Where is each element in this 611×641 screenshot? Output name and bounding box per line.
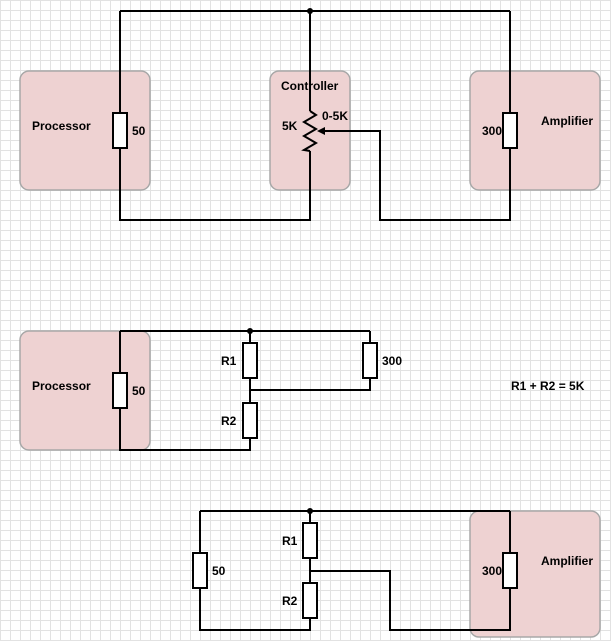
- diagram-1: Processor Controller Amplifier 50 5K 0-5…: [19, 8, 601, 221]
- processor-label: Processor: [32, 119, 91, 133]
- r1-resistor-3[interactable]: [302, 522, 318, 559]
- amplifier-label: Amplifier: [541, 114, 593, 128]
- processor-block[interactable]: [19, 70, 151, 191]
- amplifier-wire: [322, 11, 511, 221]
- resistance-equation: R1 + R2 = 5K: [511, 379, 585, 393]
- source-wire: [199, 511, 311, 631]
- load-resistance-label: 300: [382, 354, 402, 368]
- processor-label-2: Processor: [32, 379, 91, 393]
- amplifier-resistance-label: 300: [482, 124, 502, 138]
- processor-wire: [119, 11, 311, 221]
- r2-label: R2: [221, 414, 237, 428]
- amplifier-block[interactable]: [469, 70, 601, 191]
- r2-resistor-3[interactable]: [302, 582, 318, 619]
- amplifier-resistor[interactable]: [502, 112, 518, 149]
- load-wire: [250, 331, 371, 391]
- processor-resistor[interactable]: [112, 112, 128, 149]
- potentiometer[interactable]: [301, 110, 318, 152]
- r1-resistor[interactable]: [242, 342, 258, 379]
- processor-resistance-label-2: 50: [132, 384, 146, 398]
- controller-label: Controller: [281, 79, 339, 93]
- r1-label-3: R1: [282, 534, 298, 548]
- r2-resistor[interactable]: [242, 402, 258, 439]
- diagram-3: Amplifier 50 R1 R2 300: [192, 508, 601, 638]
- diagram-2: Processor 50 R1 R2 300 R1 + R2 = 5K: [19, 328, 585, 451]
- processor-wire-2: [119, 331, 251, 451]
- amplifier-wire-3: [310, 511, 511, 631]
- amplifier-resistor-3[interactable]: [502, 552, 518, 589]
- processor-block-2[interactable]: [19, 330, 151, 451]
- load-resistor[interactable]: [362, 342, 378, 379]
- processor-resistance-label: 50: [132, 124, 146, 138]
- wiper-arrow: [317, 127, 325, 135]
- pot-value-label: 5K: [282, 119, 298, 133]
- amplifier-block-2[interactable]: [469, 510, 601, 638]
- r1-label: R1: [221, 354, 237, 368]
- r2-label-3: R2: [282, 594, 298, 608]
- pot-range-label: 0-5K: [322, 109, 348, 123]
- processor-resistor-2[interactable]: [112, 372, 128, 409]
- source-resistor[interactable]: [192, 552, 208, 589]
- amplifier-resistance-label-3: 300: [482, 564, 502, 578]
- amplifier-label-3: Amplifier: [541, 554, 593, 568]
- source-resistance-label: 50: [212, 564, 226, 578]
